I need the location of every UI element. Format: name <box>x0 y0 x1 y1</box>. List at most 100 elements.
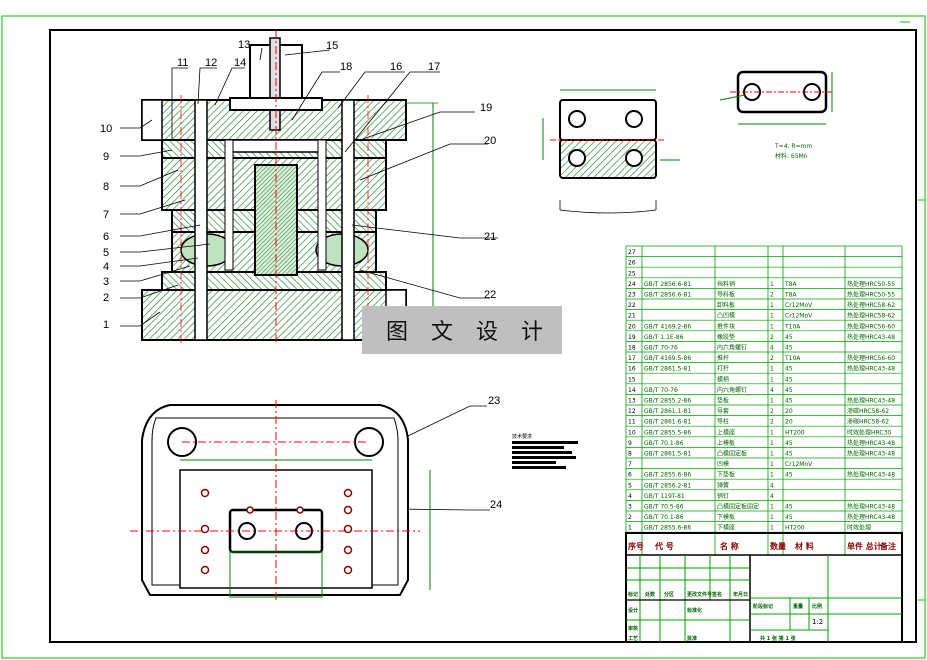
part-view-top <box>719 70 834 125</box>
bom-cell-std: GB/T 2861.5-81 <box>644 451 691 458</box>
part-note-thickness: T=4, R=mm <box>774 143 812 150</box>
bom-cell-no: 17 <box>628 355 636 362</box>
title-standardize: 标准化 <box>686 607 702 614</box>
title-label-mark: 标记 <box>627 591 638 598</box>
bom-cell-note: 热处理HRC56-60 <box>847 322 895 330</box>
bom-cell-no: 19 <box>628 334 636 341</box>
label-7: 7 <box>103 209 109 221</box>
guide-pillar-right <box>341 99 355 341</box>
bom-cell-no: 23 <box>628 292 636 299</box>
title-checker: 审核 <box>628 625 638 632</box>
bom-cell-qty: 1 <box>770 525 774 532</box>
bom-header-note: 备注 <box>879 541 896 551</box>
part-note-material: 材料: 65Mn <box>775 152 808 160</box>
bom-cell-name: 推件块 <box>717 322 735 330</box>
technical-notes <box>512 441 578 469</box>
label-19: 19 <box>480 102 492 114</box>
bom-cell-no: 5 <box>628 482 632 489</box>
bom-cell-qty: 1 <box>770 440 774 447</box>
bom-cell-no: 8 <box>628 451 632 458</box>
label-4: 4 <box>103 261 109 273</box>
label-16: 16 <box>390 61 402 73</box>
bom-cell-qty: 4 <box>770 482 774 489</box>
bom-cell-no: 2 <box>628 514 632 521</box>
bom-cell-name: 凹模 <box>717 460 729 468</box>
bom-cell-std: GB/T 119T-81 <box>644 493 685 500</box>
bom-cell-no: 22 <box>628 302 636 309</box>
bom-cell-note: 时效处理HRC30 <box>847 428 891 436</box>
bom-cell-no: 12 <box>628 408 636 415</box>
bom-cell-mat: 45 <box>785 472 793 479</box>
bom-cell-name: 导柱 <box>717 418 729 426</box>
title-approve: 批准 <box>687 635 697 642</box>
bom-cell-qty: 1 <box>770 323 774 330</box>
bom-cell-note: 热处理HRC58-62 <box>847 312 895 320</box>
title-stage-mark: 阶段标记 <box>753 603 773 610</box>
label-5: 5 <box>103 247 109 259</box>
bom-cell-qty: 2 <box>770 408 774 415</box>
bom-cell-qty: 4 <box>770 493 774 500</box>
bom-cell-std: GB/T 70.1-86 <box>644 440 684 447</box>
bom-cell-qty: 1 <box>770 461 774 468</box>
bom-cell-mat: 45 <box>785 387 793 394</box>
bom-cell-qty: 4 <box>770 345 774 352</box>
label-22: 22 <box>484 289 496 301</box>
label-15: 15 <box>326 40 338 52</box>
bom-cell-qty: 1 <box>770 376 774 383</box>
bom-cell-no: 18 <box>628 345 636 352</box>
title-scale-value: 1:2 <box>812 618 823 626</box>
bom-cell-mat: 45 <box>785 345 793 352</box>
bom-cell-no: 16 <box>628 366 636 373</box>
bom-cell-std: GB/T 2856.2-81 <box>644 482 691 489</box>
bom-cell-qty: 2 <box>770 419 774 426</box>
bom-cell-std: GB/T 2855.6-86 <box>644 472 691 479</box>
bom-cell-note: 热处理HRC43-48 <box>847 439 895 447</box>
bom-cell-name: 下模座 <box>717 524 735 532</box>
bom-cell-no: 7 <box>628 461 632 468</box>
bom-cell-no: 27 <box>628 249 636 256</box>
bom-cell-no: 1 <box>628 525 632 532</box>
bom-cell-name: 弹簧 <box>717 481 729 489</box>
bom-cell-no: 10 <box>628 429 636 436</box>
bom-cell-mat: T8A <box>784 281 797 288</box>
label-10: 10 <box>100 123 112 135</box>
bom-cell-mat: 45 <box>785 514 793 521</box>
bom-cell-mat: 45 <box>785 504 793 511</box>
bom-cell-name: 导料板 <box>717 291 735 299</box>
bom-cell-no: 13 <box>628 398 636 405</box>
bom-cell-no: 26 <box>628 260 636 267</box>
bom-cell-std: GB/T 1.1E-86 <box>644 334 684 341</box>
bom-cell-no: 3 <box>628 504 632 511</box>
bom-cell-std: GB/T 2856.6-81 <box>644 292 691 299</box>
bom-cell-mat: 20 <box>785 408 793 415</box>
bom-cell-note: 热处理HRC58-62 <box>847 301 895 309</box>
label-14: 14 <box>234 57 246 69</box>
bom-header-std: 代 号 <box>654 541 674 551</box>
title-designer: 设计 <box>628 607 638 614</box>
shank-core <box>269 37 281 131</box>
label-17: 17 <box>428 61 440 73</box>
bom-header-qty: 数量 <box>770 541 786 551</box>
bom-header-no: 序号 <box>628 541 644 551</box>
bom-cell-note: 热处理HRC56-60 <box>847 354 895 362</box>
bom-cell-qty: 1 <box>770 429 774 436</box>
label-1: 1 <box>103 319 109 331</box>
bom-cell-mat: T10A <box>784 323 801 330</box>
label-23: 23 <box>488 395 500 407</box>
bom-cell-name: 推杆 <box>717 354 729 362</box>
bom-cell-qty: 2 <box>770 355 774 362</box>
bom-cell-std: GB/T 2855.6-86 <box>644 525 691 532</box>
bom-cell-no: 4 <box>628 493 632 500</box>
bom-cell-note: 热处理HRC43-48 <box>847 450 895 458</box>
bom-cell-note: 热处理HRC43-48 <box>847 333 895 341</box>
bom-cell-qty: 1 <box>770 302 774 309</box>
bom-cell-mat: 45 <box>785 440 793 447</box>
bom-cell-name: 内六角螺钉 <box>717 344 747 352</box>
bom-cell-std: GB/T 70-76 <box>644 345 678 352</box>
bom-cell-qty: 2 <box>770 334 774 341</box>
bom-cell-mat: 45 <box>785 398 793 405</box>
label-8: 8 <box>103 181 109 193</box>
title-label-sign: 签名 <box>711 591 722 598</box>
title-label-change: 更改文件号 <box>687 591 712 598</box>
bom-header-mat: 材 料 <box>795 541 814 551</box>
